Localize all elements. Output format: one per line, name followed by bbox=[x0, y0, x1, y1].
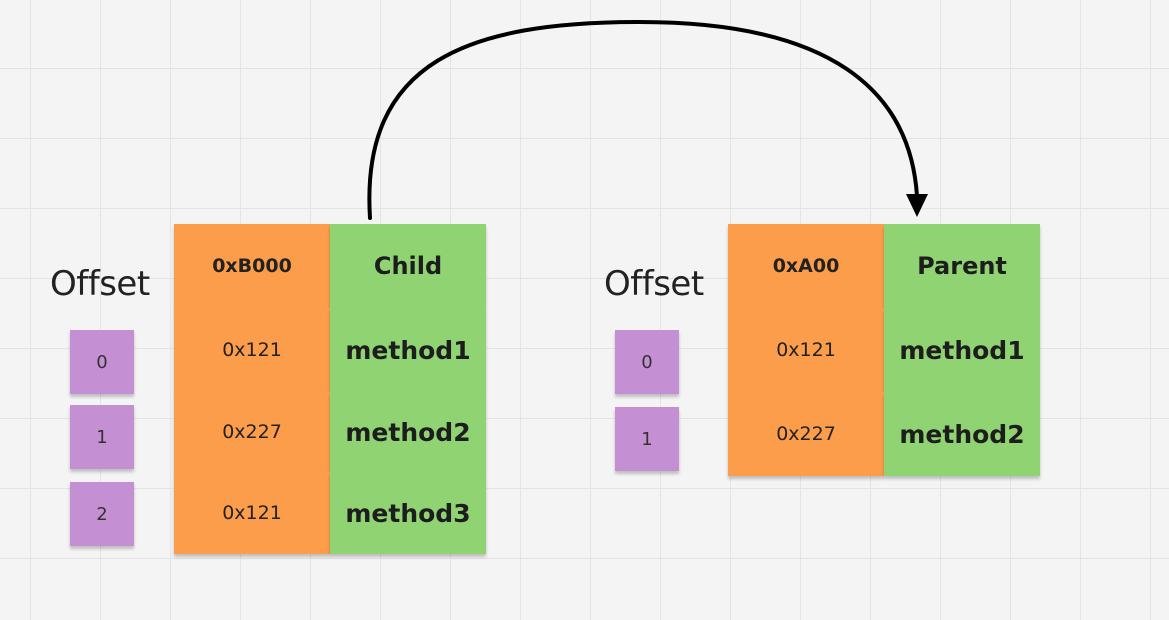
address-cell-parent-1[interactable]: 0x227 bbox=[728, 392, 884, 476]
address-cell-child-1[interactable]: 0x227 bbox=[174, 392, 330, 472]
method-cell-parent-0[interactable]: method1 bbox=[884, 308, 1040, 392]
offset-note-left-1[interactable]: 1 bbox=[70, 405, 134, 469]
offset-label-right: Offset bbox=[604, 264, 704, 304]
offset-label-left: Offset bbox=[50, 264, 150, 304]
method-cell-child-0[interactable]: method1 bbox=[330, 308, 486, 392]
address-cell-child-2[interactable]: 0x121 bbox=[174, 472, 330, 554]
class-header-parent[interactable]: Parent bbox=[884, 224, 1040, 308]
address-cell-child-0[interactable]: 0x121 bbox=[174, 308, 330, 392]
address-header-child[interactable]: 0xB000 bbox=[174, 224, 330, 308]
method-cell-child-2[interactable]: method3 bbox=[330, 472, 486, 554]
offset-note-right-0[interactable]: 0 bbox=[615, 330, 679, 394]
class-header-child[interactable]: Child bbox=[330, 224, 486, 308]
offset-note-left-0[interactable]: 0 bbox=[70, 330, 134, 394]
offset-note-left-2[interactable]: 2 bbox=[70, 482, 134, 546]
address-header-parent[interactable]: 0xA00 bbox=[728, 224, 884, 308]
method-cell-parent-1[interactable]: method2 bbox=[884, 392, 1040, 476]
offset-note-right-1[interactable]: 1 bbox=[615, 407, 679, 471]
address-cell-parent-0[interactable]: 0x121 bbox=[728, 308, 884, 392]
method-cell-child-1[interactable]: method2 bbox=[330, 392, 486, 472]
arrow-head bbox=[906, 194, 928, 217]
